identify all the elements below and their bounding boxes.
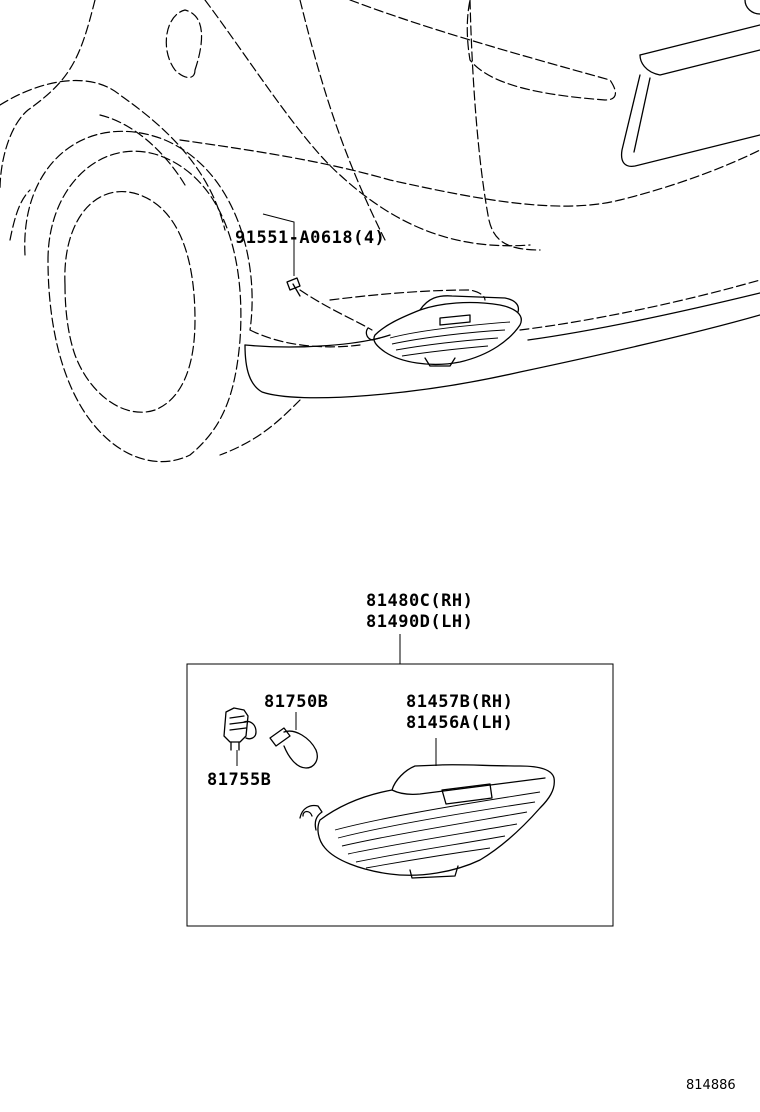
socket-label: 81755B <box>207 770 272 790</box>
bumper-lip-upper <box>244 292 760 348</box>
bumper-lip <box>244 314 760 399</box>
bulb-icon <box>269 712 318 769</box>
lens-label-rh: 81457B(RH) <box>406 692 514 712</box>
lens-label-lh: 81456A(LH) <box>406 713 514 733</box>
assembly-label-rh: 81480C(RH) <box>366 591 474 611</box>
installed-lamp <box>299 289 522 367</box>
assembly-label-lh: 81490D(LH) <box>366 612 474 632</box>
socket-icon <box>223 707 257 766</box>
vehicle-body-outline <box>0 0 760 463</box>
lens-assembly <box>299 738 555 879</box>
bolt-icon <box>262 213 301 297</box>
assembly-box <box>186 663 614 927</box>
bulb-label: 81750B <box>264 692 329 712</box>
bolt-label: 91551-A0618(4) <box>235 228 386 248</box>
figure-reference: 814886 <box>686 1078 736 1093</box>
